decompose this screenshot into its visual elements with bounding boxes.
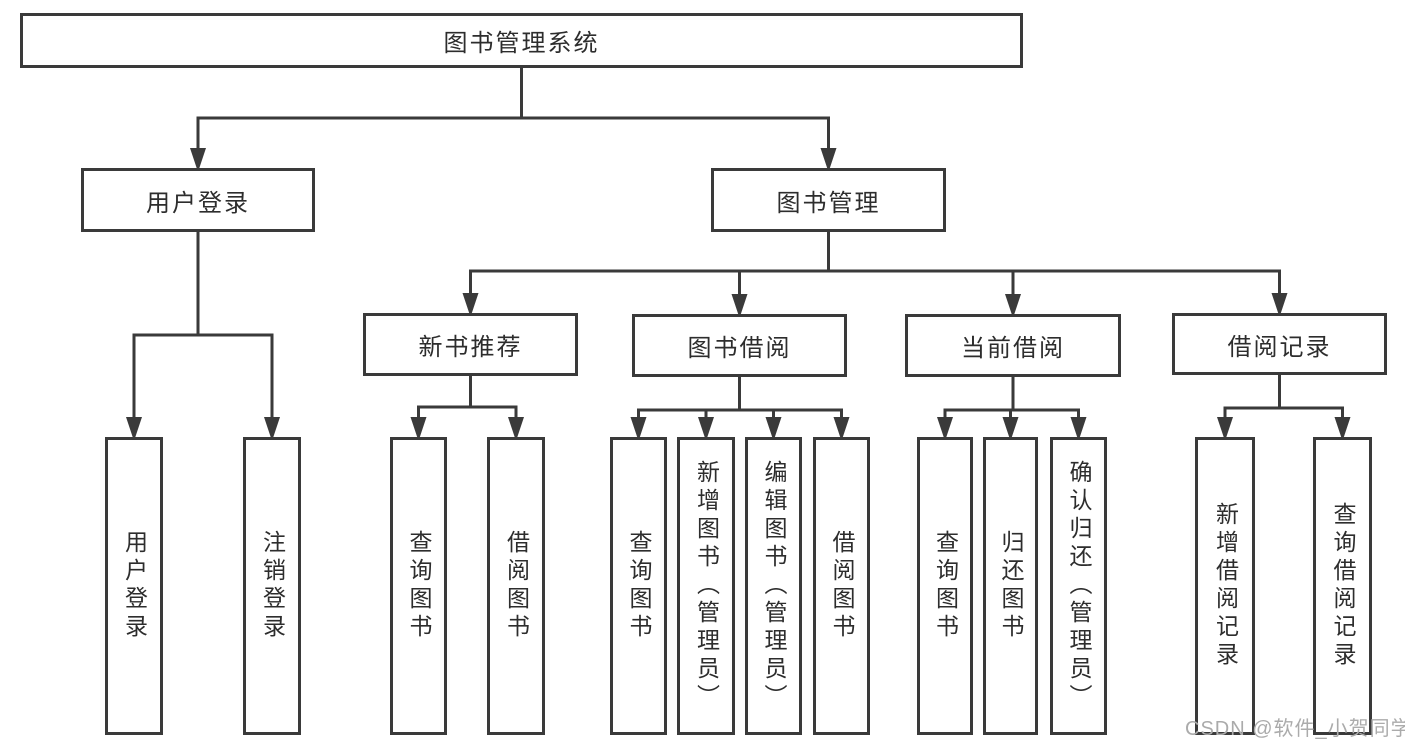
node-label: 图书管理系统 (443, 30, 600, 57)
node-leaf-logout: 注销登录 (243, 437, 301, 735)
node-leaf-query-borrow-record: 查询借阅记录 (1313, 437, 1372, 735)
node-label: 图书借阅 (687, 335, 792, 362)
node-label: 查询图书 (626, 530, 652, 642)
node-leaf-query-books-current: 查询图书 (917, 437, 973, 735)
node-root: 图书管理系统 (20, 13, 1023, 68)
node-label: 新书推荐 (418, 334, 523, 361)
node-label: 用户登录 (146, 189, 250, 217)
node-book-borrowing: 图书借阅 (632, 314, 847, 377)
node-label: 编辑图书（管理员） (761, 460, 787, 712)
watermark: CSDN @软件_小贺同学 (1185, 718, 1405, 740)
node-current-borrowing: 当前借阅 (905, 314, 1121, 377)
node-leaf-return-books: 归还图书 (983, 437, 1038, 735)
node-label: 用户登录 (121, 530, 148, 642)
node-label: 查询图书 (406, 530, 432, 642)
node-label: 当前借阅 (961, 335, 1065, 362)
node-user-login-branch: 用户登录 (81, 168, 315, 232)
node-leaf-borrow-books-borrowing: 借阅图书 (813, 437, 870, 735)
node-leaf-add-books-admin: 新增图书（管理员） (677, 437, 735, 735)
node-label: 查询图书 (932, 530, 959, 642)
node-label: 确认归还（管理员） (1066, 460, 1092, 712)
node-label: 新增借阅记录 (1212, 502, 1239, 670)
node-label: 注销登录 (259, 530, 286, 642)
node-book-management: 图书管理 (711, 168, 946, 232)
node-label: 查询借阅记录 (1330, 502, 1356, 670)
node-borrowing-records: 借阅记录 (1172, 313, 1387, 375)
node-leaf-borrow-books-recommend: 借阅图书 (487, 437, 545, 735)
node-label: 图书管理 (776, 189, 881, 217)
node-leaf-query-books-recommend: 查询图书 (390, 437, 447, 735)
node-label: 借阅图书 (829, 530, 855, 642)
node-leaf-add-borrow-record: 新增借阅记录 (1195, 437, 1255, 735)
node-leaf-edit-books-admin: 编辑图书（管理员） (745, 437, 802, 735)
node-label: 借阅图书 (503, 530, 530, 642)
node-leaf-user-login: 用户登录 (105, 437, 163, 735)
node-label: 归还图书 (998, 530, 1024, 642)
node-new-book-recommend: 新书推荐 (363, 313, 578, 376)
node-leaf-query-books-borrowing: 查询图书 (610, 437, 667, 735)
node-label: 新增图书（管理员） (693, 460, 720, 712)
node-label: 借阅记录 (1227, 333, 1332, 361)
node-leaf-confirm-return-admin: 确认归还（管理员） (1050, 437, 1107, 735)
